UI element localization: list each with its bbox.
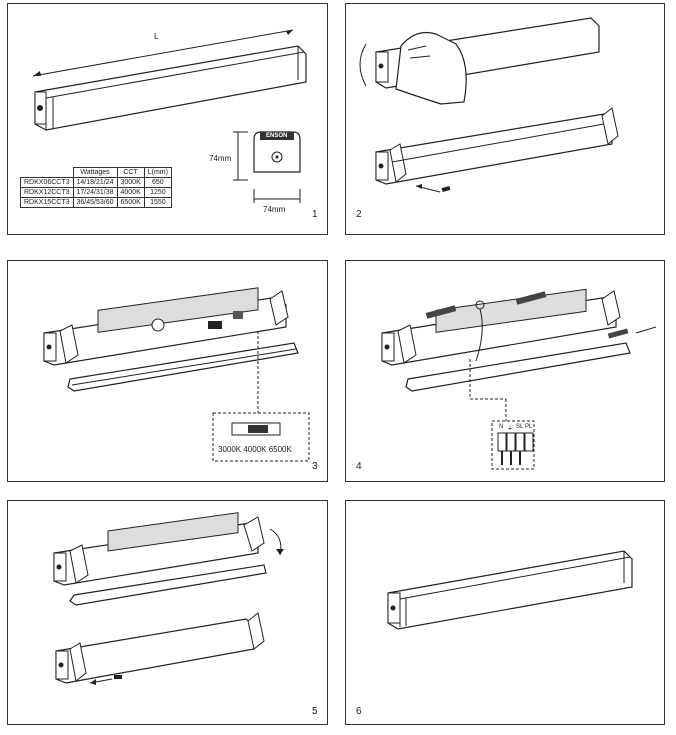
step-number: 1 — [312, 209, 318, 220]
step-number: 4 — [356, 461, 362, 472]
terminal-label-n: N — [499, 424, 504, 430]
table-cell: 14/18/21/24 — [72, 177, 118, 188]
cct-options-label: 3000K 4000K 6500K — [218, 445, 292, 454]
table-header-cell: CCT — [116, 167, 145, 178]
step-number: 5 — [312, 706, 318, 717]
end-cap-brand: ENSON — [266, 133, 288, 139]
table-cell: 3000K — [116, 177, 145, 188]
table-header-cell — [20, 167, 74, 178]
table-cell: 1550 — [143, 197, 172, 208]
table-row: RDKX12CCT3 17/24/31/38 4000K 1250 — [20, 187, 172, 198]
installed-fixture-drawing — [387, 550, 633, 630]
table-cell: 6500K — [116, 197, 145, 208]
table-cell: 1250 — [143, 187, 172, 198]
step-1-panel: L 74mm 74mm ENSON Wattages CCT L(mm) RDK… — [7, 3, 328, 235]
table-cell: 17/24/31/38 — [72, 187, 118, 198]
step-number: 2 — [356, 209, 362, 220]
fixture-dimension-drawing — [32, 29, 307, 203]
step-2-panel: 2 — [345, 3, 665, 235]
table-cell: 650 — [143, 177, 172, 188]
step-6-panel: 6 — [345, 500, 665, 725]
table-cell: RDKX12CCT3 — [20, 187, 74, 198]
terminal-label-ground: ⏚ — [507, 426, 514, 432]
table-row: RDKX15CCT3 36/45/53/60 6500K 1550 — [20, 197, 172, 208]
table-cell: RDKX06CCT3 — [20, 177, 74, 188]
table-cell: RDKX15CCT3 — [20, 197, 74, 208]
terminal-label-sl: SL — [516, 424, 524, 430]
table-header-row: Wattages CCT L(mm) — [20, 167, 172, 178]
table-header-cell: L(mm) — [143, 167, 172, 178]
table-cell: 36/45/53/60 — [72, 197, 118, 208]
terminal-label-pl: PL — [525, 424, 533, 430]
step-5-panel: 5 — [7, 500, 328, 725]
step-4-panel: N ⏚ SL PL 4 — [345, 260, 665, 482]
table-row: RDKX06CCT3 14/18/21/24 3000K 650 — [20, 177, 172, 188]
length-label: L — [154, 32, 159, 41]
wiring-drawing — [381, 288, 657, 470]
step-3-panel: 3000K 4000K 6500K 3 — [7, 260, 328, 482]
reattach-cover-drawing — [53, 512, 284, 685]
width-label: 74mm — [263, 205, 286, 214]
cct-switch-drawing — [43, 287, 310, 462]
table-cell: 4000K — [116, 187, 145, 198]
remove-cover-drawing — [359, 17, 619, 193]
step-number: 3 — [312, 461, 318, 472]
spec-table: Wattages CCT L(mm) RDKX06CCT3 14/18/21/2… — [20, 167, 172, 208]
table-header-cell: Wattages — [72, 167, 118, 178]
height-label: 74mm — [209, 154, 232, 163]
step-number: 6 — [356, 706, 362, 717]
